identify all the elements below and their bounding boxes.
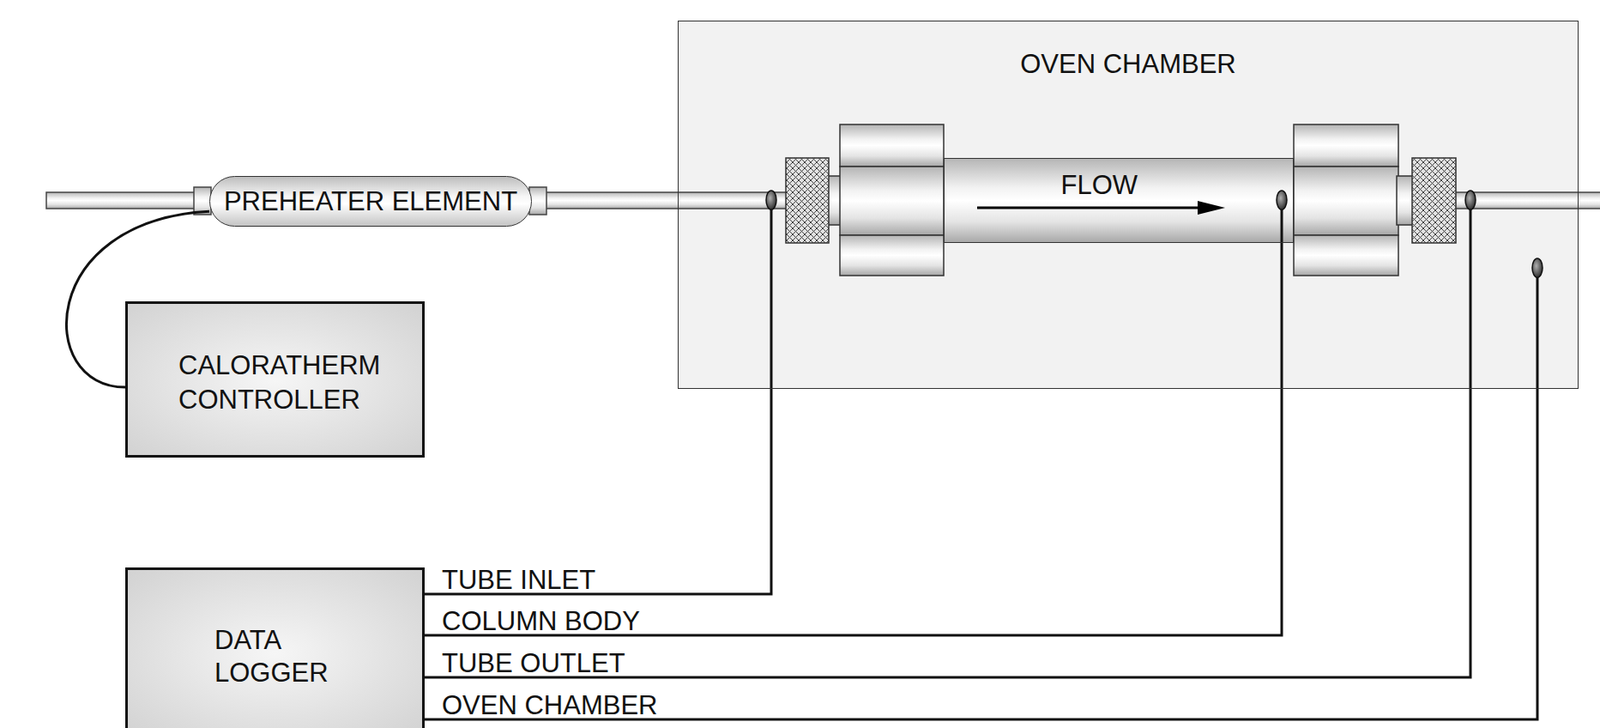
node-text: PREHEATER ELEMENT	[223, 187, 518, 215]
end-fitting	[1293, 124, 1399, 167]
node-text: DATA LOGGER	[214, 623, 329, 689]
knurled-nut	[1412, 157, 1456, 243]
preheater-cap	[529, 187, 547, 215]
thermocouple-bead	[1532, 258, 1543, 278]
column-fill	[943, 157, 1294, 243]
channel-label: TUBE INLET	[441, 566, 596, 593]
thermocouple-wire	[424, 209, 1282, 635]
node-text: FLOW	[1061, 171, 1139, 199]
preheater-element: PREHEATER ELEMENT	[209, 175, 532, 227]
channel-label: COLUMN BODY	[441, 607, 640, 634]
flow-arrowhead	[1197, 200, 1226, 215]
end-fitting	[839, 124, 944, 167]
thermocouple-wire	[424, 209, 1471, 677]
end-fitting	[839, 235, 944, 276]
data-logger-box: DATA LOGGER	[125, 567, 425, 728]
knurled-nut	[785, 157, 829, 243]
channel-label: TUBE OUTLET	[441, 649, 626, 677]
thermocouple-wire	[424, 277, 1538, 719]
flow-arrow	[977, 206, 1202, 210]
oven-fill	[677, 20, 1579, 389]
thermocouple-bead	[1465, 190, 1476, 210]
end-fitting	[839, 166, 944, 236]
oven-chamber: OVEN CHAMBER FLOW	[677, 20, 1579, 389]
node-text: OVEN CHAMBER	[1020, 50, 1236, 78]
controller-box: CALORATHERM CONTROLLER	[125, 301, 425, 458]
thermocouple-bead	[1276, 190, 1287, 210]
end-fitting	[1293, 235, 1399, 276]
thermocouple-wire	[424, 209, 772, 594]
thermocouple-bead	[766, 190, 777, 210]
collar	[1396, 175, 1413, 225]
channel-label: OVEN CHAMBER	[441, 691, 658, 719]
node-text: CALORATHERM CONTROLLER	[178, 348, 381, 417]
end-fitting	[1293, 166, 1399, 236]
column-body: FLOW	[943, 157, 1294, 243]
